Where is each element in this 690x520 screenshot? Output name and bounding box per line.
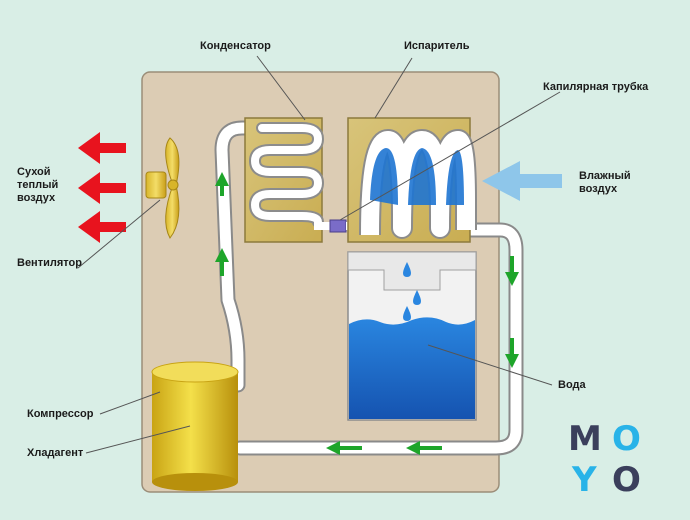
capillary-label: Капилярная трубка: [543, 81, 649, 93]
water-drops: [403, 262, 421, 321]
dry-air-label-line3: воздух: [17, 192, 56, 204]
water-label: Вода: [558, 379, 586, 391]
condenser-label: Конденсатор: [200, 40, 271, 52]
dry-air-arrows: [78, 132, 126, 243]
condenser-to-capillary-pipe: [314, 222, 332, 230]
humid-air-label-line1: Влажный: [579, 170, 631, 182]
flow-arrows: [215, 172, 519, 455]
humid-air-label-line2: воздух: [579, 183, 618, 195]
logo-letter-o1: O: [612, 419, 641, 459]
leader-lines: [77, 55, 561, 454]
refrigerant-label: Хладагент: [27, 447, 84, 459]
dry-air-label-line2: теплый: [17, 179, 59, 191]
logo-letter-y: Y: [572, 460, 597, 500]
capillary-tube: [329, 219, 347, 233]
humid-air-arrow: [482, 161, 562, 201]
logo-letter-m: M: [568, 419, 602, 459]
fan-label: Вентилятор: [17, 257, 82, 269]
water-tank: [347, 251, 477, 421]
refrigerant-pipe: [214, 120, 524, 456]
condenser-box: [244, 117, 323, 243]
dry-air-label-line1: Сухой: [17, 166, 51, 178]
compressor: [151, 361, 239, 491]
compressor-label: Компрессор: [27, 408, 94, 420]
evaporator-label: Испаритель: [404, 40, 470, 52]
fan: [145, 137, 180, 239]
condenser-coil: [248, 122, 325, 228]
logo-letter-o2: O: [612, 460, 641, 500]
